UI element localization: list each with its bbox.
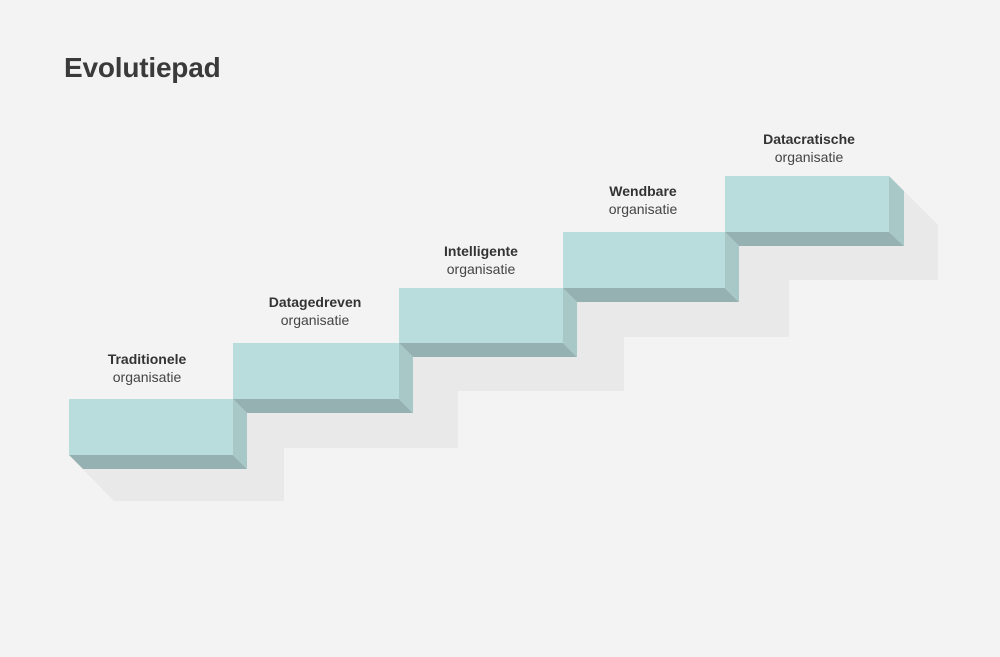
- step-title: Wendbare: [609, 183, 677, 199]
- step-block-2: [233, 343, 413, 413]
- step-label-1: Traditionele organisatie: [57, 350, 237, 386]
- step-subtitle: organisatie: [774, 149, 844, 165]
- page-title: Evolutiepad: [64, 52, 221, 83]
- step-label-3: Intelligente organisatie: [391, 242, 571, 278]
- step-label-5: Datacratische organisatie: [719, 130, 899, 166]
- step-title: Datacratische: [763, 131, 855, 147]
- step-subtitle: organisatie: [280, 312, 350, 328]
- step-title: Datagedreven: [268, 294, 362, 310]
- step-title: Intelligente: [444, 243, 518, 259]
- step-subtitle: organisatie: [608, 201, 678, 217]
- step-block-5: [725, 176, 904, 246]
- step-subtitle: organisatie: [446, 261, 516, 277]
- step-label-4: Wendbare organisatie: [553, 182, 733, 218]
- step-subtitle: organisatie: [112, 369, 182, 385]
- step-title: Traditionele: [107, 351, 187, 367]
- step-block-3: [399, 288, 577, 357]
- step-block-4: [563, 232, 739, 302]
- step-label-2: Datagedreven organisatie: [225, 293, 405, 329]
- step-block-1: [69, 399, 247, 469]
- stair-shadows: [69, 191, 938, 501]
